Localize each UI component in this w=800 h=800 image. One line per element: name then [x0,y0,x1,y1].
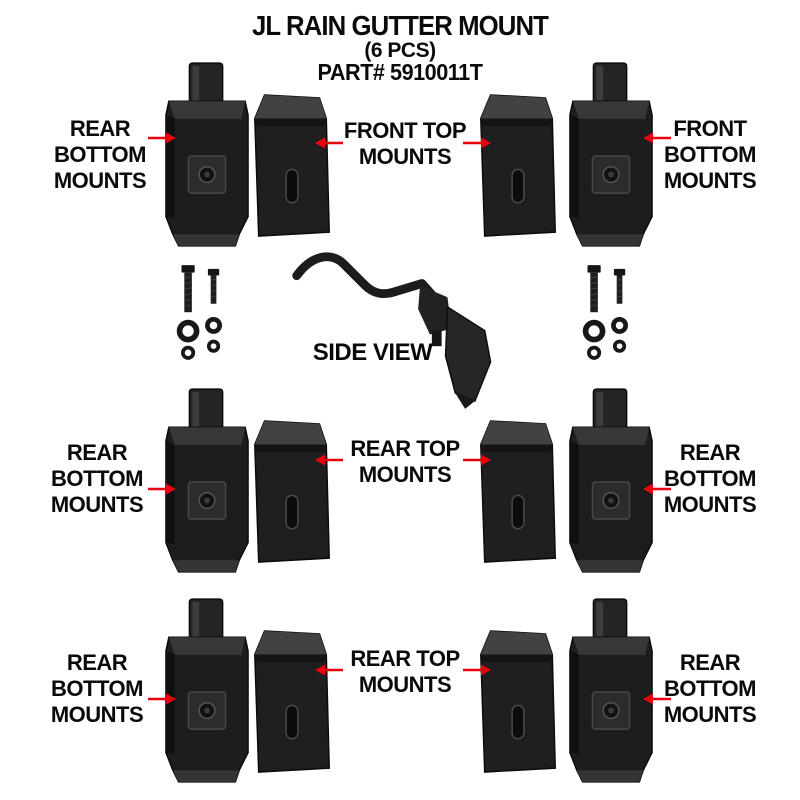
diagram-piece-count: (6 PCS) [364,39,436,62]
rear-bottom-mount-image [567,598,655,784]
arrow-left-icon [643,132,671,144]
arrow-right-icon [463,664,491,676]
rear-top-mount-image [478,629,558,774]
arrow-left-icon [315,664,343,676]
side-view-image [283,246,518,418]
label-front-bottom-mounts: FRONT BOTTOM MOUNTS [663,116,757,193]
label-rear-bottom-mounts: REAR BOTTOM MOUNTS [53,116,147,193]
label-rear-top-mounts: REAR TOP MOUNTS [350,646,460,697]
arrow-left-icon [643,483,671,495]
rear-top-mount-image [252,419,332,564]
label-side-view: SIDE VIEW [312,339,433,366]
rear-top-mount-image [478,419,558,564]
label-rear-bottom-mounts: REAR BOTTOM MOUNTS [50,650,144,727]
mounting-hardware-image [579,260,645,372]
arrow-right-icon [148,693,176,705]
rear-bottom-mount-image [567,388,655,574]
rear-top-mount-image [252,629,332,774]
label-rear-bottom-mounts: REAR BOTTOM MOUNTS [50,440,144,517]
arrow-right-icon [463,454,491,466]
arrow-right-icon [148,132,176,144]
label-front-top-mounts: FRONT TOP MOUNTS [343,118,467,169]
label-rear-top-mounts: REAR TOP MOUNTS [350,436,460,487]
arrow-right-icon [148,483,176,495]
part-number: PART# 5910011T [317,59,483,85]
arrow-left-icon [315,454,343,466]
mounting-hardware-image [173,260,239,372]
rear-bottom-mount-image [163,598,251,784]
rear-bottom-mount-image [163,388,251,574]
arrow-left-icon [643,693,671,705]
front-top-mount-image [252,93,332,238]
label-rear-bottom-mounts: REAR BOTTOM MOUNTS [663,650,757,727]
arrow-left-icon [315,137,343,149]
front-top-mount-image [478,93,558,238]
label-rear-bottom-mounts: REAR BOTTOM MOUNTS [663,440,757,517]
front-bottom-mount-image [567,62,655,248]
rear-bottom-mount-image [163,62,251,248]
diagram-title: JL RAIN GUTTER MOUNT [252,10,549,41]
arrow-right-icon [463,137,491,149]
